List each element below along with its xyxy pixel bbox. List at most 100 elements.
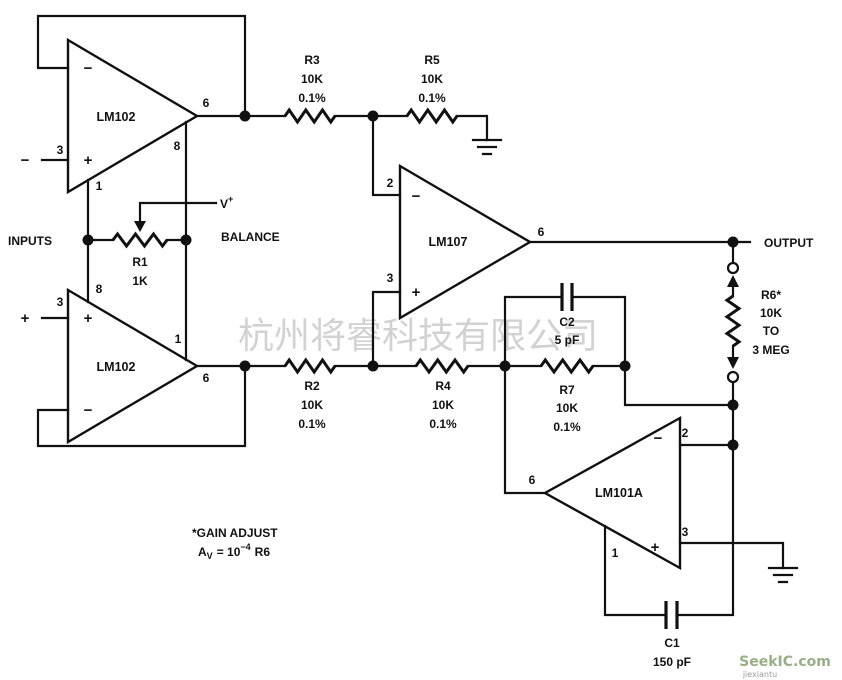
u3-inverting-sign: − (412, 188, 421, 205)
gain-symbol-subscript: V (207, 551, 213, 561)
u3-pin-noninverting: 3 (387, 271, 394, 285)
opamp-u1-labels: LM102 − + 6 8 1 (84, 60, 210, 193)
r4-tolerance-label: 0.1% (429, 417, 457, 431)
resistor-r5 (405, 107, 459, 125)
opamp-u3-triangle (398, 163, 533, 321)
r4-value-label: 10K (432, 398, 454, 412)
input-minus-sign: − (21, 152, 30, 169)
gain-symbol: A (198, 545, 207, 559)
wire-r7-feedback (591, 364, 735, 407)
ground-symbol-u4 (767, 566, 799, 584)
resistor-r3 (283, 107, 337, 125)
wire-u3-inverting (371, 114, 402, 197)
capacitors (560, 283, 679, 629)
ground-icon (767, 566, 799, 584)
u1-inverting-sign: − (84, 60, 93, 77)
r6-up-arrow-icon (727, 275, 739, 287)
r1-wiper-arrow-icon (134, 221, 146, 232)
junction-dot (727, 236, 739, 248)
opamp-u4-triangle (542, 415, 682, 571)
r1-ref-label: R1 (132, 255, 148, 269)
inputs-label: INPUTS (8, 234, 52, 248)
opamp-u1-triangle (66, 37, 200, 195)
resistors (111, 107, 742, 384)
junction-dot (82, 234, 94, 246)
u3-part-label: LM107 (429, 235, 468, 249)
gain-term: R6 (255, 545, 271, 559)
capacitor-c2 (560, 283, 574, 311)
capacitor-c1 (664, 601, 679, 629)
junction-dot (727, 439, 739, 451)
junction-dot (727, 399, 739, 411)
wire-c2-left (503, 295, 564, 368)
wire-c2-right (570, 295, 627, 368)
resistor-r7 (539, 357, 595, 375)
u1-part-label: LM102 (97, 110, 136, 124)
wire-u3-noninverting (371, 290, 402, 368)
r7-tolerance-label: 0.1% (553, 420, 581, 434)
junction-dot (367, 360, 379, 372)
r3-value-label: 10K (301, 72, 323, 86)
junction-dot (239, 110, 251, 122)
u2-pin-1: 1 (175, 332, 182, 346)
opamp-u3-labels: LM107 − + 2 3 6 (387, 176, 545, 301)
supply-symbol: V (220, 197, 228, 211)
junction-dot (180, 234, 192, 246)
u4-pin-1: 1 (612, 546, 619, 560)
r1-value-label: 1K (132, 274, 148, 288)
r2-value-label: 10K (301, 398, 323, 412)
junction-dot (499, 360, 511, 372)
r6-to-label: TO (763, 324, 779, 338)
supply-superscript: + (228, 194, 233, 204)
u1-pin-1: 1 (96, 179, 103, 193)
ground-symbol-r5 (471, 138, 503, 156)
c1-ref-label: C1 (664, 636, 680, 650)
wire-gain-node (675, 403, 735, 617)
u2-inverting-sign: − (84, 402, 93, 419)
output-label: OUTPUT (764, 236, 814, 250)
capacitor-labels: C2 5 pF C1 150 pF (555, 315, 691, 669)
junctions (82, 110, 739, 451)
r6-down-arrow-icon (727, 357, 739, 369)
input-plus-pin: 3 (57, 295, 64, 309)
u3-pin-out: 6 (538, 225, 545, 239)
balance-labels: V+ BALANCE R1 1K (132, 194, 279, 288)
r6-ref-label: R6* (761, 288, 781, 302)
wire-u2-feedback (36, 364, 247, 448)
r7-ref-label: R7 (559, 383, 575, 397)
resistor-r4 (414, 357, 470, 375)
wire-r5-ground (455, 114, 489, 142)
r4-ref-label: R4 (435, 379, 451, 393)
u4-part-label: LM101A (595, 486, 643, 500)
balance-label: BALANCE (221, 230, 280, 244)
u2-pin-out: 6 (203, 371, 210, 385)
supply-label: V+ (220, 194, 233, 211)
r5-value-label: 10K (421, 72, 443, 86)
u3-pin-inverting: 2 (387, 176, 394, 190)
watermark-logo-sub: jiexiantu (742, 670, 777, 679)
opamp-u2-labels: LM102 + − 8 1 6 (84, 282, 210, 419)
u4-pin-out: 6 (529, 473, 536, 487)
wire-balance-supply (138, 201, 218, 223)
r7-value-label: 10K (556, 401, 578, 415)
ground-icon (471, 138, 503, 156)
junction-dot (367, 110, 379, 122)
junction-dot (619, 360, 631, 372)
r6-max-label: 3 MEG (752, 343, 789, 357)
c1-value-label: 150 pF (653, 655, 691, 669)
resistor-r6-variable (724, 261, 742, 384)
watermark-logo: SeekIC.com (739, 654, 831, 670)
opamps (66, 37, 682, 571)
c2-value-label: 5 pF (555, 333, 580, 347)
resistor-labels: R3 10K 0.1% R5 10K 0.1% R2 10K 0.1% R4 1… (298, 53, 789, 434)
r3-tolerance-label: 0.1% (298, 91, 326, 105)
gain-exponent: −4 (240, 542, 250, 552)
input-minus-pin: 3 (57, 143, 64, 157)
u3-noninverting-sign: + (412, 284, 421, 301)
wire-u4-output (503, 364, 547, 495)
resistor-r6 (724, 294, 742, 348)
resistor-r2 (283, 357, 337, 375)
gain-note-heading: *GAIN ADJUST (192, 526, 278, 540)
u1-pin-8: 8 (174, 139, 181, 153)
